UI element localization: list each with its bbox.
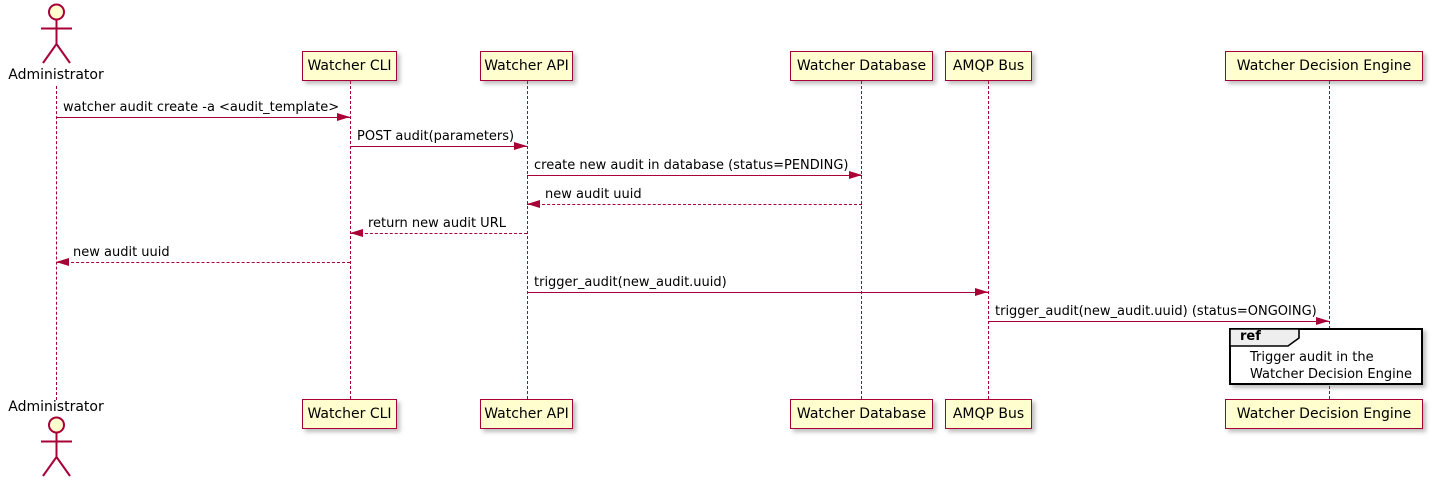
participant-watcher-cli-bottom: Watcher CLI [302, 399, 397, 429]
participant-watcher-decision-engine-bottom: Watcher Decision Engine [1225, 399, 1423, 429]
participant-label: Watcher Database [796, 58, 927, 74]
message-line [988, 321, 1329, 322]
lifeline-administrator [55, 86, 57, 400]
arrowhead-left-icon [527, 200, 540, 208]
participant-label: Watcher API [484, 406, 569, 422]
message-line [56, 117, 350, 118]
arrowhead-right-icon [849, 171, 862, 179]
lifeline-watcher-cli [349, 81, 351, 399]
message-label: watcher audit create -a <audit_template> [63, 100, 340, 115]
arrowhead-left-icon [350, 229, 363, 237]
message-line [527, 292, 988, 293]
arrowhead-right-icon [975, 288, 988, 296]
message-label: POST audit(parameters) [357, 129, 515, 144]
ref-keyword: ref [1240, 329, 1261, 344]
participant-watcher-database-top: Watcher Database [790, 51, 933, 81]
participant-label: AMQP Bus [952, 58, 1025, 74]
message-label: trigger_audit(new_audit.uuid) [534, 275, 727, 290]
ref-text: Trigger audit in the Watcher Decision En… [1250, 349, 1412, 383]
participant-label: Watcher API [484, 58, 569, 74]
actor-label-administrator-bottom: Administrator [8, 399, 104, 415]
message-line [56, 262, 350, 263]
participant-label: Watcher CLI [307, 406, 392, 422]
participant-watcher-decision-engine-top: Watcher Decision Engine [1225, 51, 1423, 81]
arrowhead-right-icon [514, 142, 527, 150]
participant-label: Watcher Decision Engine [1236, 406, 1412, 422]
participant-amqp-bus-top: AMQP Bus [945, 51, 1032, 81]
message-label: new audit uuid [73, 245, 170, 260]
message-line [527, 175, 862, 176]
lifeline-watcher-api [526, 81, 528, 399]
lifeline-watcher-database [861, 81, 862, 399]
participant-label: Watcher Database [796, 406, 927, 422]
ref-text-line1: Trigger audit in the [1250, 350, 1374, 365]
arrowhead-left-icon [56, 258, 69, 266]
ref-text-line2: Watcher Decision Engine [1250, 367, 1412, 382]
lifeline-watcher-decision-engine [1328, 81, 1330, 399]
message-line [527, 204, 862, 205]
message-label: create new audit in database (status=PEN… [534, 158, 849, 173]
ref-fragment: ref Trigger audit in the Watcher Decisio… [1229, 328, 1423, 385]
arrowhead-right-icon [337, 113, 350, 121]
lifeline-amqp-bus [988, 81, 989, 399]
participant-label: AMQP Bus [952, 406, 1025, 422]
actor-label-administrator-top: Administrator [8, 67, 104, 83]
participant-label: Watcher CLI [307, 58, 392, 74]
ref-tab-icon [1229, 328, 1300, 347]
arrowhead-right-icon [1316, 317, 1329, 325]
participant-watcher-cli-top: Watcher CLI [302, 51, 397, 81]
actor-icon [41, 3, 72, 64]
message-line [350, 233, 527, 234]
participant-label: Watcher Decision Engine [1236, 58, 1412, 74]
message-line [350, 146, 527, 147]
actor-icon [41, 416, 72, 477]
participant-amqp-bus-bottom: AMQP Bus [945, 399, 1032, 429]
participant-watcher-database-bottom: Watcher Database [790, 399, 933, 429]
message-label: return new audit URL [368, 216, 506, 231]
participant-watcher-api-bottom: Watcher API [480, 399, 573, 429]
message-label: trigger_audit(new_audit.uuid) (status=ON… [995, 304, 1317, 319]
message-label: new audit uuid [545, 187, 642, 202]
participant-watcher-api-top: Watcher API [480, 51, 573, 81]
